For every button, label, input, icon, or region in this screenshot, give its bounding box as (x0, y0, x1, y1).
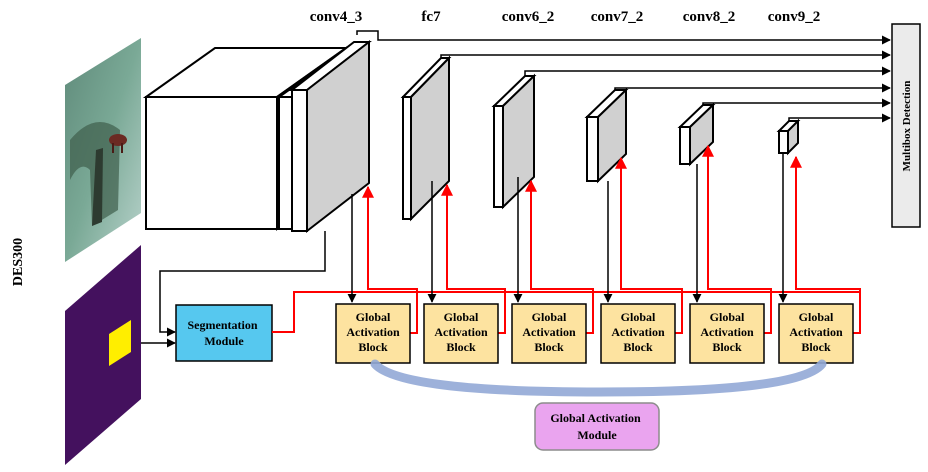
gab-label-line: Activation (346, 325, 400, 339)
global-activation-module-label-2: Module (577, 428, 617, 442)
gab-label-line: Block (623, 340, 653, 354)
gab-feedback-arrow (441, 183, 506, 334)
label-fc7: fc7 (421, 9, 441, 25)
gab-label-line: Global (532, 310, 567, 324)
gab-label-line: Block (446, 340, 476, 354)
gab-feedback-arrow (702, 144, 772, 334)
gab-label-line: Activation (434, 325, 488, 339)
gab-box (778, 303, 854, 364)
multibox-detection-label: Multibox Detection (901, 81, 913, 172)
gab-label-line: Block (801, 340, 831, 354)
gab-label-line: Activation (789, 325, 843, 339)
gab-box (600, 303, 676, 364)
segmentation-mask-image (65, 245, 141, 465)
gab-label-line: Block (712, 340, 742, 354)
gab-box (689, 303, 765, 364)
module-arc (370, 359, 827, 397)
gab-feedback-arrow (362, 185, 418, 334)
label-conv7_2: conv7_2 (591, 9, 644, 25)
label-conv9_2: conv9_2 (768, 9, 821, 25)
gab-feedback-arrow (790, 155, 861, 334)
segmentation-module: Segmentation Module (175, 304, 273, 362)
input-image (65, 38, 141, 262)
gab-label-line: Global (799, 310, 834, 324)
gab-label-line: Block (534, 340, 564, 354)
gab-label-line: Activation (700, 325, 754, 339)
segmentation-module-label-2: Module (204, 334, 244, 348)
global-activation-module-label-1: Global Activation (550, 411, 641, 425)
conv4_3-block (289, 39, 372, 234)
gab-label-line: Block (358, 340, 388, 354)
model-title: DES300 (11, 238, 26, 286)
gab-feedback-arrow (615, 156, 683, 334)
segmentation-module-label-1: Segmentation (188, 318, 258, 332)
gab-label-line: Global (444, 310, 479, 324)
gab-box (511, 303, 587, 364)
gab-label-line: Global (621, 310, 656, 324)
global-activation-module: Global Activation Module (534, 402, 660, 451)
svg-text:Segmentation Module: Segmentation Module (188, 318, 261, 348)
gab-box (423, 303, 499, 364)
gab-box (335, 303, 411, 364)
conv7_2-block (584, 87, 629, 184)
conv8_2-block (677, 102, 716, 167)
gab-feedback-arrow (525, 179, 594, 334)
gab-label-line: Activation (611, 325, 665, 339)
label-conv6_2: conv6_2 (502, 9, 555, 25)
conv6_2-block (491, 73, 537, 210)
fc7-block (400, 55, 452, 222)
multibox-detection-box: Multibox Detection (891, 23, 921, 228)
gab-label-line: Global (710, 310, 745, 324)
svg-text:Global Activation Module: Global Activation Module (550, 411, 643, 442)
conv9_2-block (776, 118, 801, 156)
gab-label-line: Global (356, 310, 391, 324)
gab-label-line: Activation (522, 325, 576, 339)
label-conv8_2: conv8_2 (683, 9, 736, 25)
mask-object (109, 320, 131, 366)
detection-arrows (356, 30, 891, 123)
label-conv4_3: conv4_3 (310, 9, 363, 25)
